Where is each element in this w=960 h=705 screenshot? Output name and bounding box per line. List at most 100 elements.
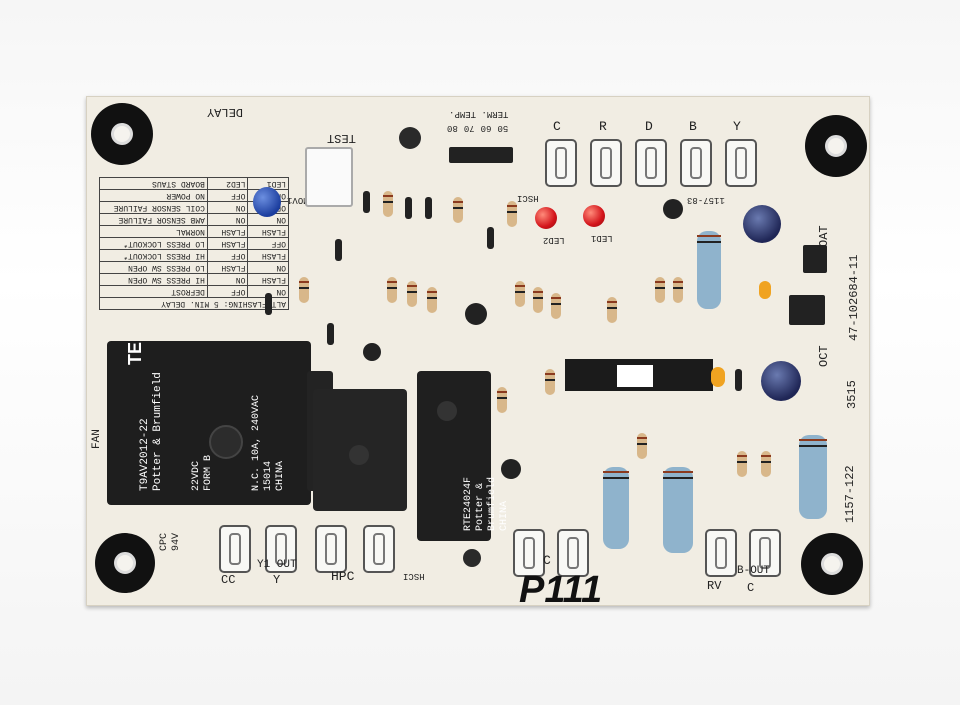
diagnostic-cell: FLASH bbox=[247, 226, 288, 237]
diode bbox=[425, 197, 432, 219]
diagnostic-cell: ON bbox=[206, 214, 248, 225]
terminal-c-bottom-2 bbox=[557, 529, 589, 577]
terminal-cc bbox=[219, 525, 251, 573]
transistor bbox=[663, 199, 683, 219]
resistor bbox=[453, 197, 463, 223]
diagnostic-cell: OFF bbox=[247, 238, 288, 249]
electrolytic-capacitor-top bbox=[743, 205, 781, 243]
diode bbox=[405, 197, 412, 219]
resistor bbox=[407, 281, 417, 307]
top-terminal-r-label: R bbox=[599, 119, 607, 134]
te-relay-text-block: TE T9AV2012-22 Potter & Brumfield 22VDC … bbox=[107, 341, 311, 505]
ic-label-sticker bbox=[617, 365, 653, 387]
te-relay-knob bbox=[209, 425, 243, 459]
cc-label: CC bbox=[221, 573, 236, 587]
temp-80: 80 bbox=[447, 123, 458, 133]
temp-jumper-header bbox=[449, 147, 513, 163]
diagnostic-cell: NO POWER bbox=[166, 191, 205, 200]
rte-relay-knob bbox=[437, 401, 457, 421]
diagnostic-cell: FLASH bbox=[247, 274, 288, 285]
resistor bbox=[761, 451, 771, 477]
c-label-bottom: C bbox=[543, 553, 551, 568]
oct-label: OCT bbox=[817, 345, 831, 367]
diagnostic-title: ALT FLASHING: 5 MIN. DELAY bbox=[99, 297, 289, 310]
electrolytic-capacitor-mid bbox=[761, 361, 801, 401]
hpc-relay-knob bbox=[349, 445, 369, 465]
c-label-b-out: C bbox=[747, 581, 755, 595]
transistor bbox=[501, 459, 521, 479]
top-terminal-b-label: B bbox=[689, 119, 697, 134]
diode bbox=[265, 293, 272, 315]
te-relay: TE T9AV2012-22 Potter & Brumfield 22VDC … bbox=[107, 341, 333, 505]
resistor bbox=[427, 287, 437, 313]
resistor bbox=[387, 277, 397, 303]
resistor bbox=[673, 277, 683, 303]
led1-label: LED1 bbox=[591, 233, 613, 243]
diagnostic-cell: HI PRESS LOCKOUT* bbox=[123, 251, 205, 260]
te-model: T9AV2012-22 bbox=[139, 418, 151, 491]
diagnostic-cell: BOARD STAUS bbox=[152, 179, 205, 188]
top-terminal-y-label: Y bbox=[733, 119, 741, 134]
94v-label: 94V bbox=[171, 532, 182, 551]
led1 bbox=[583, 205, 605, 227]
test-connector bbox=[305, 147, 353, 207]
terminal-y bbox=[265, 525, 297, 573]
diagnostic-cell: FLASH bbox=[206, 226, 248, 237]
te-coil: 22VDC bbox=[191, 460, 202, 491]
terminal-rv bbox=[705, 529, 737, 577]
diode bbox=[487, 227, 494, 249]
small-capacitor bbox=[759, 281, 771, 299]
diagnostic-cell: DEFROST bbox=[171, 287, 205, 296]
hpc-label: HPC bbox=[331, 569, 355, 584]
oct-header bbox=[789, 295, 825, 325]
hpc-relay bbox=[313, 389, 407, 511]
temp-50: 50 bbox=[497, 123, 509, 133]
top-terminal-d-label: D bbox=[645, 119, 653, 134]
delay-label: DELAY bbox=[207, 105, 244, 119]
resistor bbox=[551, 293, 561, 319]
power-resistor bbox=[663, 467, 693, 553]
resistor bbox=[637, 433, 647, 459]
mounting-hole-top-left bbox=[91, 103, 153, 165]
term-temp-label: TERM. TEMP. bbox=[449, 109, 509, 119]
resistor bbox=[737, 451, 747, 477]
oat-label: OAT bbox=[817, 225, 831, 247]
test-label: TEST bbox=[327, 131, 356, 145]
id-code-2: 1157-83 bbox=[687, 195, 725, 205]
resistor bbox=[533, 287, 543, 313]
power-resistor bbox=[603, 467, 629, 549]
temp-60: 60 bbox=[480, 123, 492, 133]
diagnostic-cell: AMB SENSOR FAILURE bbox=[118, 215, 205, 224]
diagnostic-cell: OFF bbox=[206, 190, 248, 201]
terminal-hpc-2 bbox=[363, 525, 395, 573]
mounting-hole-bottom-left bbox=[95, 533, 155, 593]
terminal-r bbox=[590, 139, 622, 187]
terminal-hpc-1 bbox=[315, 525, 347, 573]
rv-label: RV bbox=[707, 579, 722, 593]
fan-label: FAN bbox=[91, 429, 103, 449]
resistor bbox=[299, 277, 309, 303]
rte-country: CHINA bbox=[499, 500, 510, 531]
resistor bbox=[655, 277, 665, 303]
diode bbox=[735, 369, 742, 391]
diagnostic-cell: FLASH bbox=[247, 250, 288, 261]
resistor bbox=[507, 201, 517, 227]
diagnostic-cell: HI PRESS SW OPEN bbox=[128, 275, 205, 284]
cpc-label: CPC bbox=[159, 532, 170, 551]
diagnostic-cell: ON bbox=[206, 274, 248, 285]
resistor bbox=[607, 297, 617, 323]
diode bbox=[363, 191, 370, 213]
via-hole bbox=[463, 549, 481, 567]
small-capacitor bbox=[711, 367, 725, 387]
terminal-c bbox=[545, 139, 577, 187]
diagnostic-cell: ON bbox=[247, 262, 288, 273]
transistor bbox=[465, 303, 487, 325]
terminal-b bbox=[680, 139, 712, 187]
via-hole bbox=[399, 127, 421, 149]
transistor bbox=[363, 343, 381, 361]
part-number: 47-102684-11 bbox=[847, 254, 861, 341]
